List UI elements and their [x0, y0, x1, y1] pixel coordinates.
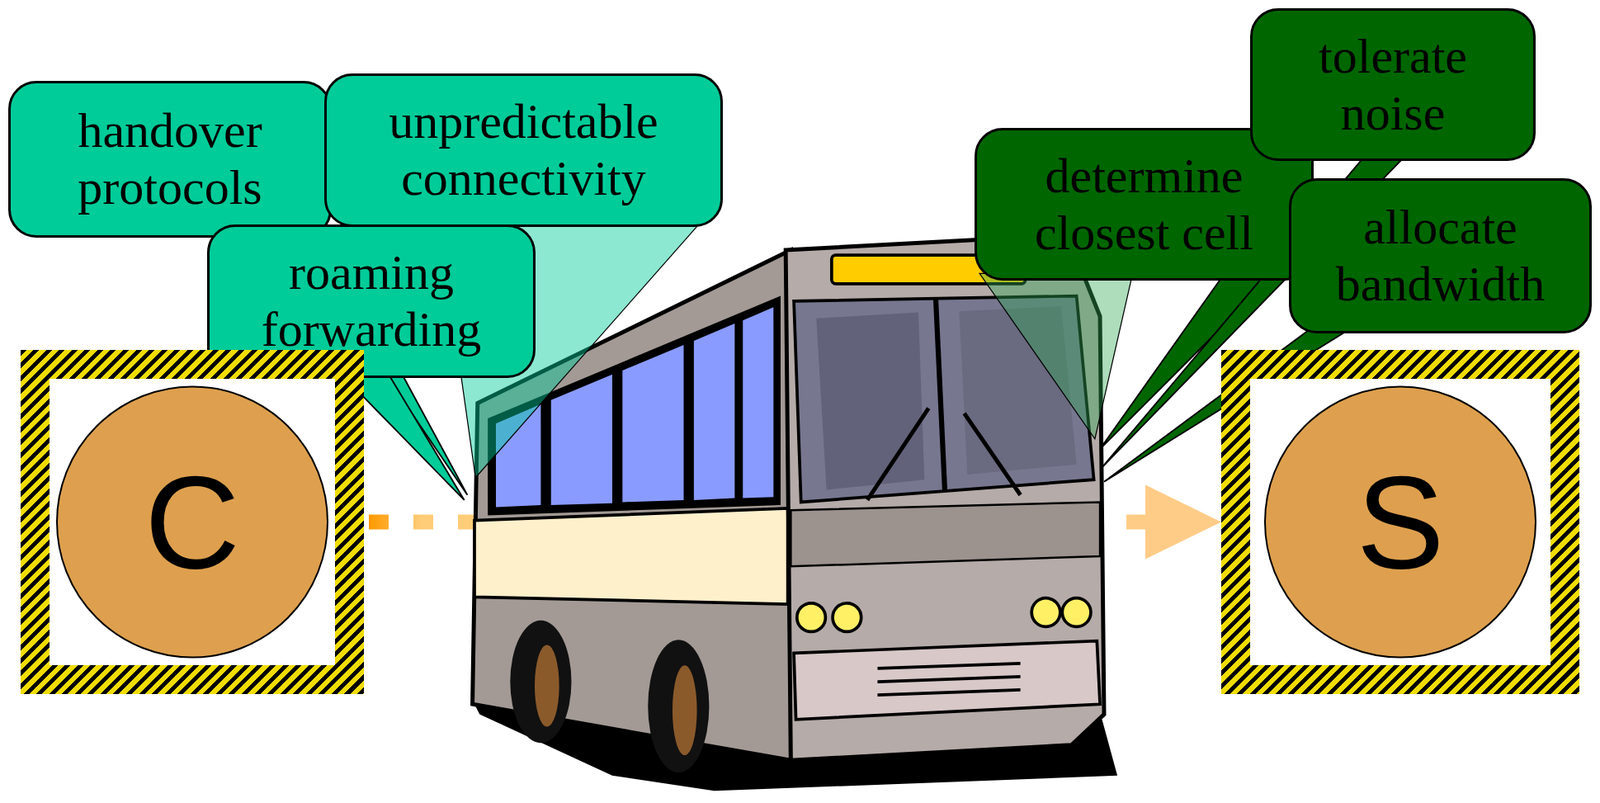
grille-line — [877, 676, 1020, 682]
bubble-text: determine closest cell — [1020, 147, 1269, 262]
bus-wheel — [509, 620, 572, 743]
text-group: S — [1356, 456, 1445, 589]
endpoint-box: C — [20, 349, 364, 694]
node-letter: S — [1356, 456, 1445, 589]
text-group: roaming forwarding — [239, 244, 504, 359]
bus-window — [622, 344, 684, 502]
bus-front-band — [790, 501, 1100, 567]
bubble-text: tolerate noise — [1285, 28, 1501, 142]
bubble-text: allocate bandwidth — [1321, 198, 1561, 313]
headlight — [1031, 598, 1061, 628]
bubble-text: unpredictable connectivity — [367, 93, 681, 208]
grille-line — [877, 689, 1020, 695]
windshield-divider — [935, 297, 945, 492]
headlight — [832, 603, 862, 633]
arrow-head — [1145, 485, 1222, 560]
bubble-tail — [979, 273, 1133, 439]
speech-bubble: tolerate noise — [1250, 8, 1536, 161]
wiper — [867, 408, 929, 501]
speech-bubble: roaming forwarding — [207, 224, 536, 378]
text-group: handover protocols — [46, 102, 294, 217]
bus-window — [742, 306, 774, 498]
headlight — [797, 603, 826, 633]
bus-wheel — [647, 639, 709, 773]
node-letter: C — [144, 456, 241, 589]
speech-bubble: determine closest cell — [974, 127, 1314, 281]
text-group: allocate bandwidth — [1321, 198, 1561, 313]
bumper — [793, 641, 1100, 720]
wiper — [964, 413, 1021, 496]
text-group: C — [144, 456, 241, 589]
speech-bubble: unpredictable connectivity — [324, 73, 723, 227]
grille-line — [877, 663, 1020, 669]
bus-window — [693, 323, 735, 501]
bus-stripe — [474, 508, 789, 605]
text-group: determine closest cell — [1020, 147, 1269, 262]
bubble-text: handover protocols — [46, 102, 294, 217]
endpoint-box: S — [1221, 349, 1580, 694]
node-circle — [1264, 387, 1536, 658]
text-group: unpredictable connectivity — [367, 93, 681, 208]
node-circle — [56, 387, 328, 658]
bus-hub — [672, 665, 698, 756]
speech-bubble: allocate bandwidth — [1288, 178, 1592, 334]
text-group: tolerate noise — [1285, 28, 1501, 142]
bubble-text: roaming forwarding — [239, 244, 504, 359]
bus-window — [551, 374, 613, 506]
speech-bubble: handover protocols — [8, 80, 332, 238]
headlight — [1061, 598, 1091, 628]
windshield-shade — [816, 311, 925, 490]
bus-hub — [534, 645, 560, 727]
